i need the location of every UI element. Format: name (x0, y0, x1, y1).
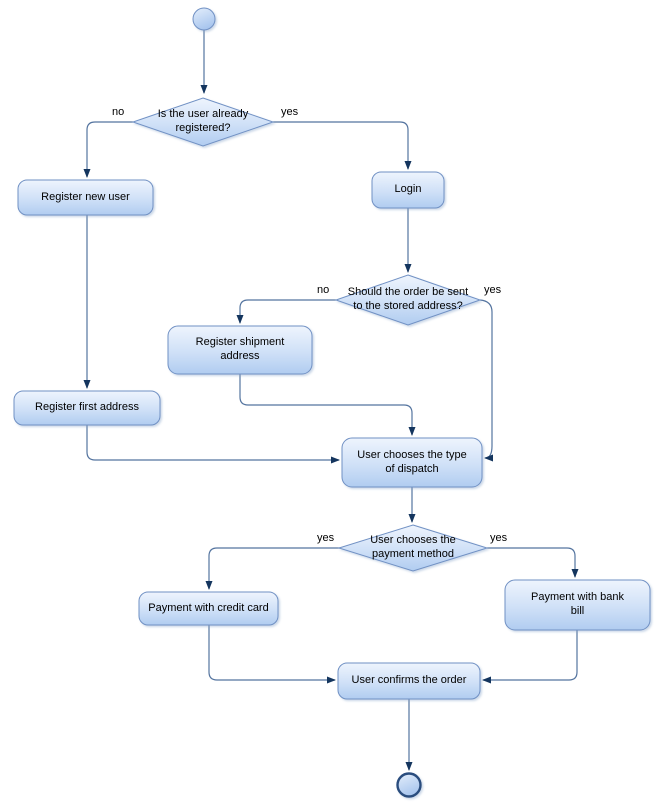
choose-dispatch-shape (341, 437, 483, 488)
edge-payment-yes-to-bank-bill (487, 547, 579, 578)
edge-stored-yes-to-choose-dispatch (479, 299, 494, 462)
decision-registered-shape (131, 97, 275, 147)
register-first-address-shape (13, 390, 161, 426)
decision-payment-shape (337, 524, 489, 572)
login-shape (371, 171, 445, 209)
payment-credit-card-shape (138, 591, 279, 626)
end-node (396, 772, 422, 798)
edge-register-shipment-to-choose-dispatch (239, 374, 416, 436)
register-new-user-shape (17, 179, 154, 216)
edge-bank-bill-to-confirm (482, 630, 578, 684)
confirm-order-shape (337, 662, 481, 700)
register-shipment-address-shape (167, 325, 313, 375)
edge-registered-yes-to-login (273, 121, 412, 170)
edge-first-address-to-choose-dispatch (86, 425, 340, 464)
edge-credit-card-to-confirm (208, 625, 336, 684)
edge-stored-no-to-register-shipment (236, 299, 336, 324)
edge-registered-no-to-register-new-user (83, 121, 133, 178)
decision-stored-address-shape (334, 274, 482, 326)
edge-payment-yes-to-credit-card (205, 547, 340, 590)
start-node (192, 7, 216, 31)
payment-bank-bill-shape (504, 579, 651, 631)
